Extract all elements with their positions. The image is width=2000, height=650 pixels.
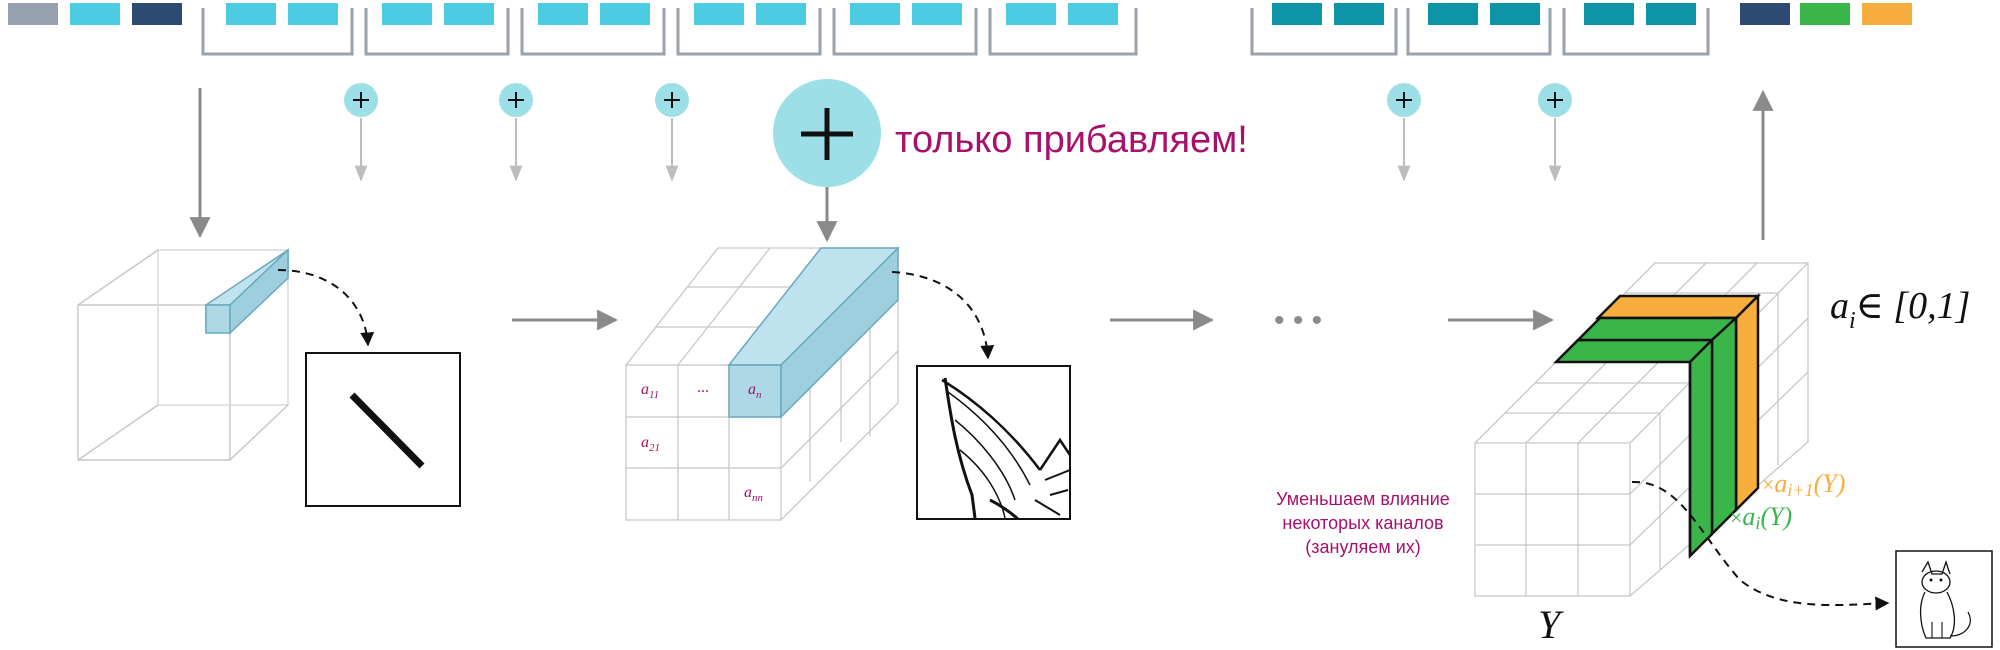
token-group-9 [1562, 3, 1710, 56]
weight-green-label: ×ai(Y) [1730, 502, 1792, 533]
plus-icon [1538, 83, 1572, 182]
token-group-3 [520, 3, 666, 56]
token-out-green [1800, 3, 1850, 25]
main-plus-label: только прибавляем! [895, 119, 1248, 161]
token-group-7 [1250, 3, 1398, 56]
line-feature-icon [305, 352, 461, 507]
dashed-arrow-3 [1631, 480, 1890, 611]
token-navy [132, 3, 182, 25]
plus-icon [655, 83, 689, 182]
y-label: Y [1538, 602, 1564, 647]
a21-sub: 21 [649, 442, 660, 454]
main-plus [773, 79, 881, 243]
token-out-navy [1740, 3, 1790, 25]
a11-base: a [641, 381, 649, 398]
an-base: a [748, 381, 756, 398]
note-line-1: Уменьшаем влияние [1276, 489, 1450, 509]
svg-text:a11: a11 [641, 381, 659, 401]
channel-note: Уменьшаем влияние некоторых каналов (зан… [1276, 489, 1450, 557]
token-group-6 [988, 3, 1138, 56]
front-face-Y [1474, 442, 1631, 597]
note-line-3: (зануляем их) [1305, 537, 1421, 557]
small-plus-circles [344, 83, 1572, 182]
token-out-orange [1862, 3, 1912, 25]
a21-base: a [641, 434, 649, 451]
note-line-2: некоторых каналов [1282, 513, 1443, 533]
plus-icon [499, 83, 533, 182]
range-label: ai∈ [0,1] [1830, 285, 1970, 334]
dashed-arrow-1 [277, 269, 375, 347]
token-group-4 [676, 3, 822, 56]
an-sub: n [756, 389, 762, 401]
token-gray [8, 3, 58, 25]
weight-orange-label: ×ai+1(Y) [1762, 469, 1845, 500]
cat-sketch-icon [1895, 550, 1993, 648]
dashed-arrow-2 [891, 271, 995, 360]
ellipsis: • • • [1274, 304, 1322, 337]
token-group-1 [201, 3, 354, 56]
feature-slice-1 [205, 248, 289, 335]
token-strip [8, 3, 1912, 56]
ann-base: a [744, 484, 752, 501]
feature-slice-2 [727, 246, 900, 419]
token-group-2 [364, 3, 510, 56]
a11-sub: 11 [649, 389, 659, 401]
ann-sub: nn [752, 492, 764, 504]
channel-weight-bands [1552, 292, 1762, 560]
matrix-labels: a11 ... an a21 ann [641, 379, 764, 504]
svg-text:ann: ann [744, 484, 764, 504]
svg-text:an: an [748, 381, 762, 401]
token-light-blue [70, 3, 120, 25]
svg-text:a21: a21 [641, 434, 660, 454]
plus-icon [344, 83, 378, 182]
cat-ear-sketch-icon [916, 365, 1072, 521]
matrix-dots: ... [697, 379, 709, 396]
token-group-5 [832, 3, 978, 56]
token-group-8 [1406, 3, 1552, 56]
plus-icon [1387, 83, 1421, 182]
